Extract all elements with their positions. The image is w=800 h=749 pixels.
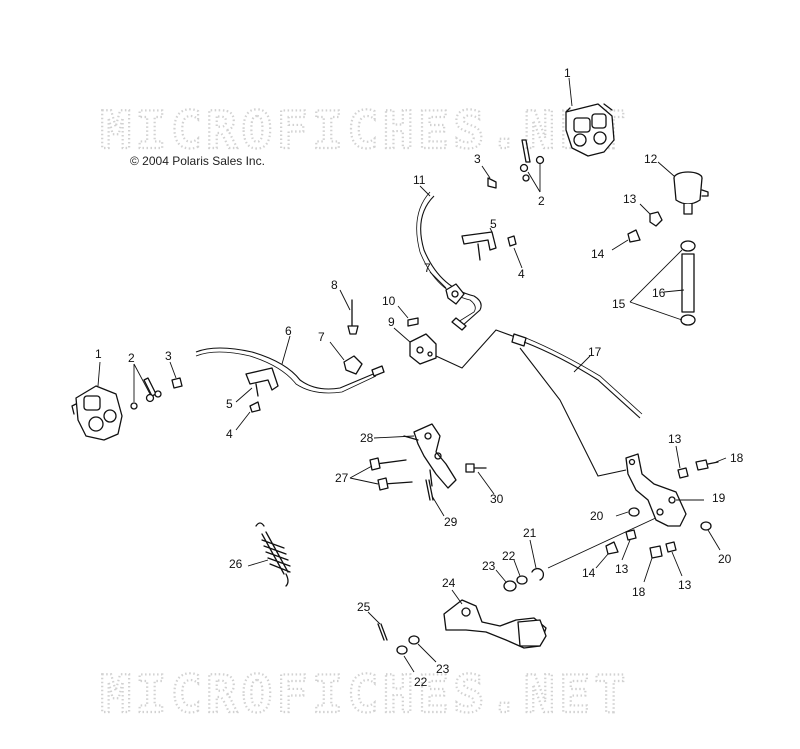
master-cylinder: [373, 423, 457, 489]
cotter-pin-25: [367, 611, 388, 641]
callout-24: 24: [442, 576, 456, 590]
copyright-text: © 2004 Polaris Sales Inc.: [130, 154, 265, 168]
callout-13-top: 13: [623, 192, 637, 206]
callout-21: 21: [523, 526, 537, 540]
brake-line-11: [416, 185, 482, 331]
callout-13-bottom: 13: [678, 578, 692, 592]
watermark-top: MICROFICHES.NET: [100, 101, 630, 161]
callout-5-top: 5: [490, 217, 497, 231]
spring-26: [247, 522, 291, 587]
caliper-left: [71, 361, 123, 441]
bolts-27: [349, 457, 413, 491]
screw-4-top: [507, 235, 523, 269]
callout-19: 19: [712, 491, 726, 505]
bracket-5-left: [235, 367, 279, 403]
bolt-18-bottom: [643, 545, 663, 583]
screw-8: [339, 289, 359, 335]
callout-16: 16: [652, 286, 666, 300]
callout-9: 9: [388, 315, 395, 329]
clip-21: [529, 539, 544, 581]
callout-1-left: 1: [95, 347, 102, 361]
screw-10: [397, 305, 419, 327]
screw-4-left: [235, 401, 261, 431]
callout-7-top: 7: [424, 261, 431, 275]
callout-25: 25: [357, 600, 371, 614]
callout-17: 17: [588, 345, 602, 359]
callout-2-left: 2: [128, 351, 135, 365]
washer-20-right: [700, 521, 721, 551]
callout-3-top: 3: [474, 152, 481, 166]
callout-15: 15: [612, 297, 626, 311]
callout-5-left: 5: [226, 397, 233, 411]
hose-16: [629, 240, 696, 326]
callout-4-top: 4: [518, 267, 525, 281]
callout-14-bottom: 14: [582, 566, 596, 580]
reservoir: [657, 161, 709, 215]
bracket-19: [625, 453, 704, 527]
callout-26: 26: [229, 557, 243, 571]
nut-13-mid: [621, 529, 637, 561]
callout-29: 29: [444, 515, 458, 529]
screw-3-top: [481, 165, 497, 189]
washer-23-bottom: [408, 635, 437, 663]
callout-2-top: 2: [538, 194, 545, 208]
bleeder-valve-left: [130, 363, 162, 410]
watermark-bottom: MICROFICHES.NET: [100, 665, 630, 725]
pin-30: [465, 463, 495, 495]
brake-line-17: [435, 329, 643, 477]
brake-line-6: [195, 335, 385, 394]
nut-13-bottom: [665, 541, 683, 577]
callout-12: 12: [644, 152, 658, 166]
callout-23-bottom: 23: [436, 662, 450, 676]
callout-20-left: 20: [590, 509, 604, 523]
callout-27: 27: [335, 471, 349, 485]
callout-10: 10: [382, 294, 396, 308]
callout-20-right: 20: [718, 552, 732, 566]
callout-3-left: 3: [165, 349, 172, 363]
callout-22-bottom: 22: [414, 675, 428, 689]
brake-pedal: [443, 589, 547, 649]
nut-13-top: [639, 203, 663, 227]
washer-22-mid: [513, 559, 528, 585]
screw-3-left: [169, 361, 183, 389]
callout-18-right: 18: [730, 451, 744, 465]
callout-13-right: 13: [668, 432, 682, 446]
bleeder-valve-top: [519, 139, 545, 182]
callout-4-left: 4: [226, 427, 233, 441]
clamp-7-left: [329, 341, 363, 375]
callout-30: 30: [490, 492, 504, 506]
callout-13-mid: 13: [615, 562, 629, 576]
callout-7-left: 7: [318, 330, 325, 344]
grommet-14-bottom: [595, 541, 619, 569]
washer-22-bottom: [396, 645, 415, 673]
washer-20-left: [615, 507, 640, 517]
callout-6: 6: [285, 324, 292, 338]
bracket-5-top: [461, 227, 497, 261]
callout-14-top: 14: [591, 247, 605, 261]
callout-11: 11: [413, 173, 426, 187]
nut-13-right: [675, 445, 689, 479]
callout-28: 28: [360, 431, 374, 445]
cotter-pin-29: [425, 479, 445, 517]
washer-23-mid: [495, 569, 517, 592]
bolt-18-right: [695, 457, 727, 471]
caliper-top: [565, 103, 615, 157]
junction-block-9: [393, 327, 437, 365]
callout-18-bottom: 18: [632, 585, 646, 599]
callout-1-top: 1: [564, 66, 571, 80]
callout-8: 8: [331, 278, 338, 292]
clamp-7-top: [429, 271, 465, 305]
grommet-14-top: [611, 229, 641, 251]
callout-23-mid: 23: [482, 559, 496, 573]
callout-22-mid: 22: [502, 549, 516, 563]
